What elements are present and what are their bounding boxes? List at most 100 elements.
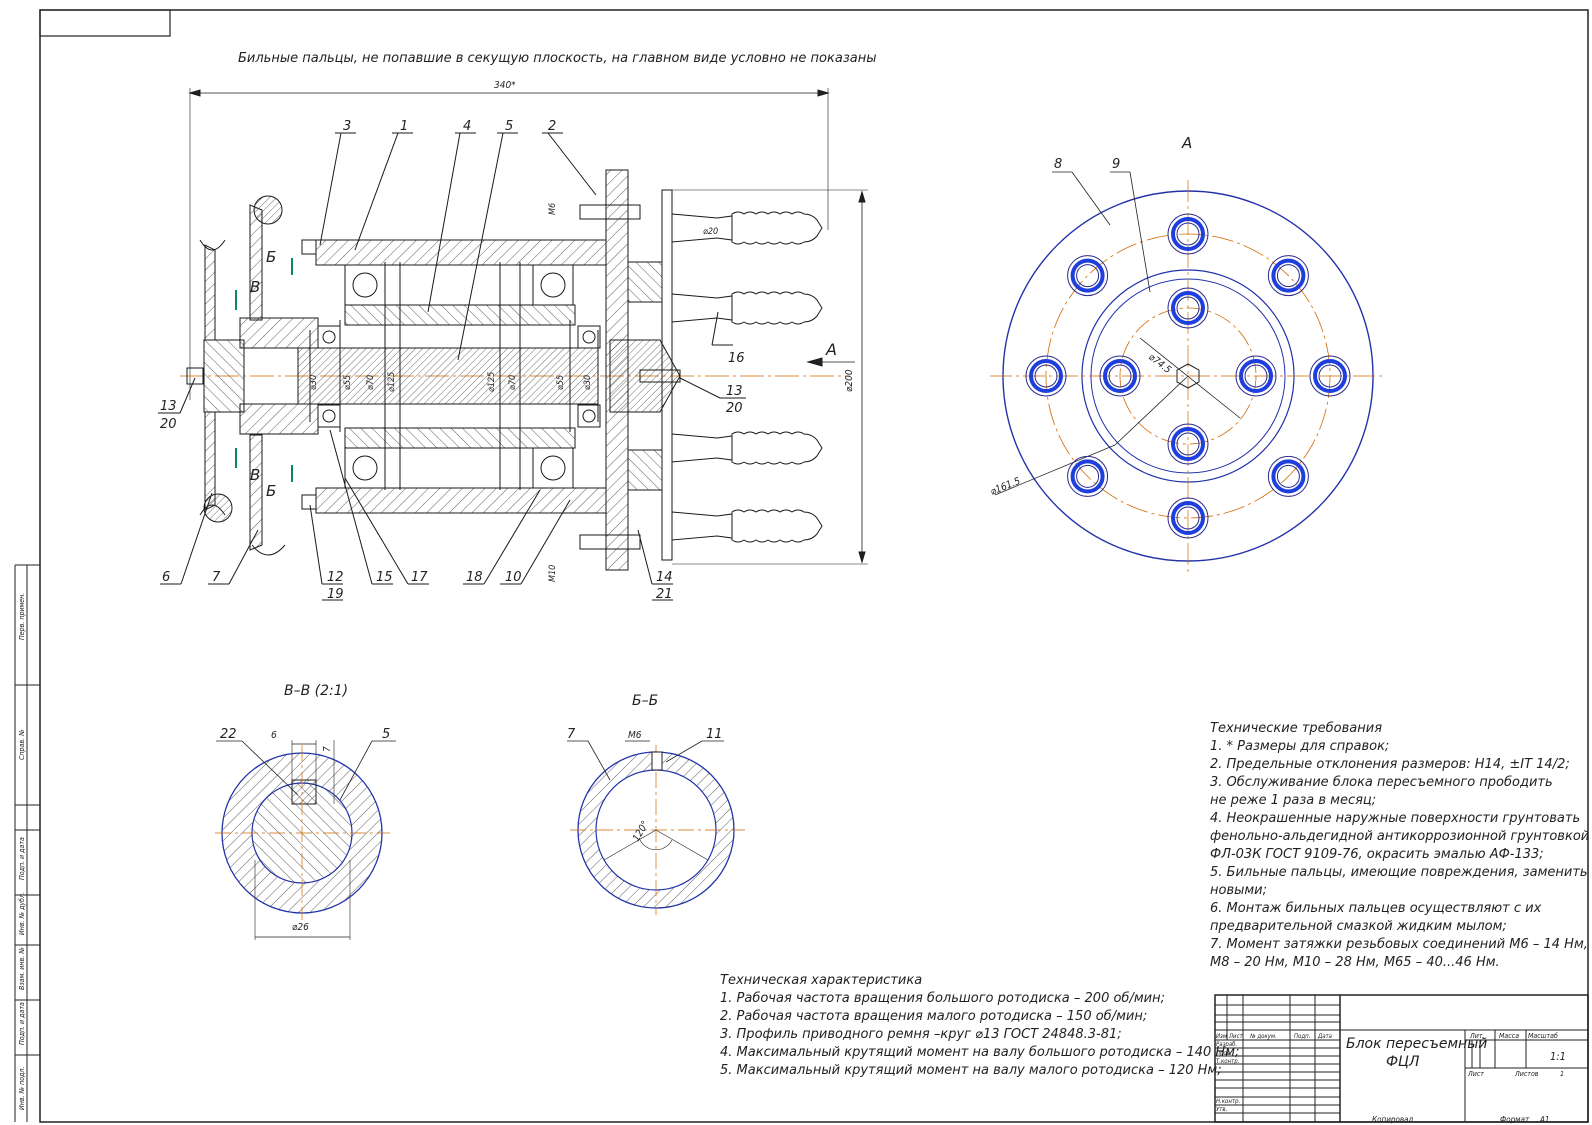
tech-requirements-line: 3. Обслуживание блока пересъемного пробо… [1210,775,1553,790]
tb-role-utv: Утв. [1216,1106,1227,1113]
tb-col-doc: № докум. [1249,1033,1277,1040]
section-vv-dim-26: ⌀26 [292,922,309,933]
bolt-hole-ring [1029,359,1063,393]
bolt-hole-ring [1076,264,1100,288]
callout-12-num: 12 [327,570,344,585]
callouts-main: 3 1 4 5 2 6 7 12 19 15 17 18 10 14 21 13… [160,119,745,602]
section-bb-callout-7: 7 [567,727,576,742]
section-vv-dim-6: 6 [271,730,277,741]
tech-characteristics-line: 5. Максимальный крутящий момент на валу … [720,1063,1222,1078]
tb-sheets-label: Листов [1514,1070,1539,1078]
view-a-dim-inner: ⌀74.5 [1146,352,1173,377]
tech-characteristics-lines: 1. Рабочая частота вращения большого рот… [720,990,1239,1080]
bolt-hole-ring [1267,455,1309,497]
bolt-hole-ring [1271,459,1306,494]
bolt-hole-ring [1318,364,1342,388]
dim-outer-diameter: ⌀200 [844,369,855,392]
view-a-callout-9: 9 [1112,157,1120,172]
tb-lit-label: Лит. [1469,1032,1485,1040]
tech-requirements-line: 1. * Размеры для справок; [1210,739,1390,754]
dim-125-right: ⌀125 [487,372,497,392]
stamp-sprav: Справ. № [18,729,26,760]
section-bb-callout-11: 11 [706,727,723,742]
section-bb-title: Б–Б [632,693,658,709]
callout-13-left-num: 13 [160,399,177,414]
callout-16: 16 [728,351,745,366]
bolt-hole-ring [1067,455,1109,497]
bolt-hole-ring [1108,364,1132,388]
bolt-hole-ring [1244,364,1268,388]
dim-30-right: ⌀30 [583,375,593,390]
title-block-text: Изм Лист № докум. Подп. Дата Разраб. Про… [1216,1032,1566,1113]
callout-13-right-den: 20 [726,401,743,416]
bolt-hole-ring [1276,264,1300,288]
bolt-hole-ring [1034,364,1058,388]
bolt-hole-ring [1167,497,1209,539]
dim-overall: 340* [494,80,516,91]
tech-requirements-line: предварительной смазкой жидким мылом; [1210,919,1507,934]
dim-finger-diameter: ⌀20 [703,227,718,237]
callout-10: 10 [505,570,522,585]
tb-scale-label: Масштаб [1528,1032,1558,1040]
tech-characteristics-line: 1. Рабочая частота вращения большого рот… [720,991,1165,1006]
bolt-hole-ring [1271,258,1306,293]
callout-14-den: 21 [656,587,673,602]
tech-requirements-line: 5. Бильные пальцы, имеющие повреждения, … [1210,865,1588,880]
bolt-hole-ring [1276,464,1300,488]
dim-55-left: ⌀55 [343,375,353,390]
tech-requirements-line: 6. Монтаж бильных пальцев осуществляют с… [1210,901,1542,916]
callout-12-den: 19 [327,587,344,602]
callout-18: 18 [466,570,483,585]
tech-characteristics: Техническая характеристика 1. Рабочая ча… [720,972,1239,1080]
tb-col-data: Дата [1317,1033,1332,1040]
bolt-hole-ring [1171,217,1205,251]
tech-characteristics-line: 2. Рабочая частота вращения малого ротод… [720,1009,1148,1024]
tech-requirements-line: не реже 1 раза в месяц; [1210,793,1377,808]
tb-scale-value: 1:1 [1550,1050,1566,1063]
tech-requirements-line: 4. Неокрашенные наружные поверхности гру… [1210,811,1581,826]
tech-characteristics-title: Техническая характеристика [720,973,923,988]
view-a [990,180,1385,572]
tech-requirements-line: 7. Момент затяжки резьбовых соединений М… [1210,937,1588,952]
tech-requirements-line: 2. Предельные отклонения размеров: H14, … [1210,757,1570,772]
stamp-podp-data-2: Подп. и дата [18,1002,26,1045]
callout-6: 6 [162,570,170,585]
bolt-hole-ring [1239,359,1273,393]
tech-requirements-title: Технические требования [1210,721,1383,736]
tb-title-line1: Блок пересъемный [1346,1036,1487,1052]
view-arrow-label: A [825,340,837,359]
tb-col-podp: Подп. [1294,1033,1310,1040]
sheet-frame [14,9,1589,1123]
dim-125-left: ⌀125 [387,372,397,392]
bolt-hole-ring [1099,355,1141,397]
callout-4: 4 [463,119,471,134]
callout-2: 2 [548,119,556,134]
callout-13-right-num: 13 [726,384,743,399]
stamp-inv-podl: Инв. № подл. [18,1067,26,1110]
dim-30-left: ⌀30 [309,375,319,390]
bolt-hole-ring [1309,355,1351,397]
callout-15: 15 [376,570,393,585]
tb-role-razrab: Разраб. [1216,1041,1237,1048]
bolt-hole-ring [1025,355,1067,397]
tb-sheet-label: Лист [1467,1070,1484,1078]
tech-requirements-line: М8 – 20 Нм, М10 – 28 Нм, М65 – 40...46 Н… [1210,955,1500,970]
tech-characteristics-line: 4. Максимальный крутящий момент на валу … [720,1045,1240,1060]
stamp-inv-dubl: Инв. № дубл. [18,892,26,935]
view-a-bolt-holes [1025,213,1351,539]
dim-70-left: ⌀70 [366,375,376,390]
tech-requirements-line: фенольно-альдегидной антикоррозионной гр… [1210,829,1590,844]
tb-col-izm: Изм [1216,1033,1227,1040]
tech-requirements-lines: 1. * Размеры для справок; 2. Предельные о… [1210,738,1589,972]
tb-format: Формат [1500,1115,1530,1124]
section-mark-b-bottom: Б [266,482,276,500]
tb-role-nkontr: Н.контр. [1216,1098,1240,1105]
stamp-vzam-inv: Взам. инв. № [18,947,26,990]
bolt-hole-ring [1313,359,1347,393]
tb-mass-label: Масса [1499,1032,1519,1040]
section-bb [567,740,745,915]
tech-requirements-line: новыми; [1210,883,1268,898]
thread-m10: M10 [548,565,558,582]
tb-sheets-value: 1 [1560,1070,1564,1078]
bolt-hole-ring [1171,291,1205,325]
